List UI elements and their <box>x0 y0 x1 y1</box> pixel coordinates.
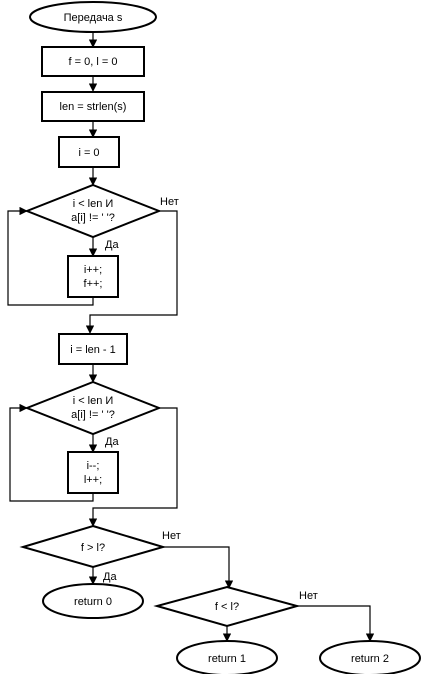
loop2-decision <box>24 380 162 436</box>
loop2-cond-line1: i < len И <box>73 395 114 407</box>
connector-lines <box>7 32 375 642</box>
loop1-body-process <box>67 255 119 298</box>
return2-label: return 2 <box>351 653 389 665</box>
cmp1-yes-label: Да <box>103 571 117 583</box>
return1-terminal <box>176 640 278 674</box>
init-fl-label: f = 0, l = 0 <box>69 56 118 68</box>
loop2-body-line2: l++; <box>84 474 102 486</box>
loop1-yes-label: Да <box>105 239 119 251</box>
loop2-yes-label: Да <box>105 436 119 448</box>
loop2-cond-line2: a[i] != ' '? <box>71 409 115 421</box>
len-label: len = strlen(s) <box>60 101 127 113</box>
return0-label: return 0 <box>74 596 112 608</box>
loop1-cond-line1: i < len И <box>73 198 114 210</box>
i0-label: i = 0 <box>78 147 99 159</box>
return0-terminal <box>42 583 144 619</box>
loop1-no-label: Нет <box>160 196 179 208</box>
loop1-decision <box>24 183 162 239</box>
loop2-body-line1: i--; <box>87 460 100 472</box>
i-last-process <box>58 333 128 365</box>
return1-label: return 1 <box>208 653 246 665</box>
start-label: Передача s <box>64 12 123 24</box>
i0-process <box>58 136 120 168</box>
cmp1-label: f > l? <box>81 542 105 554</box>
cmp1-no-label: Нет <box>162 530 181 542</box>
loop1-cond-line2: a[i] != ' '? <box>71 212 115 224</box>
len-process <box>41 91 145 122</box>
cmp2-decision <box>153 585 301 628</box>
i-last-label: i = len - 1 <box>70 344 116 356</box>
cmp2-label: f < l? <box>215 601 239 613</box>
return2-terminal <box>319 640 421 674</box>
cmp2-no-label: Нет <box>299 590 318 602</box>
start-terminal <box>29 1 157 33</box>
loop1-body-line2: f++; <box>84 278 103 290</box>
loop1-body-line1: i++; <box>84 264 102 276</box>
loop2-body-process <box>67 451 119 494</box>
cmp1-decision <box>19 524 167 569</box>
init-fl-process <box>41 46 145 77</box>
